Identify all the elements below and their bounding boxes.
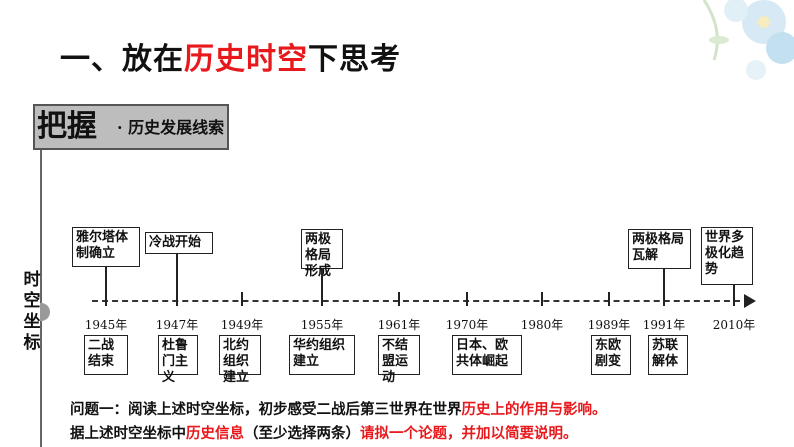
vertical-rule-top: [40, 150, 42, 303]
question-line-2-highlight-b: 请拟一个论题，并加以简要说明。: [360, 426, 578, 442]
banner-sub: · 历史发展线索: [117, 118, 225, 137]
year-label: 1949年: [220, 318, 264, 332]
connector-line: [176, 254, 178, 293]
tick-1947: [176, 292, 178, 306]
event-box-below: 华约组织建立: [289, 335, 355, 375]
title-highlight: 历史时空: [184, 42, 308, 77]
tick-2010: [733, 292, 735, 306]
event-box-below: 北约组织建立: [219, 335, 261, 385]
question-line-1-highlight: 历史上的作用与影响。: [461, 402, 607, 418]
event-box-above: 世界多极化趋势: [701, 227, 753, 285]
vertical-rule-bottom: [40, 321, 42, 447]
event-box-above: 雅尔塔体制确立: [72, 227, 140, 267]
year-label: 1947年: [155, 318, 199, 332]
question-line-2-text: 据上述时空坐标中: [70, 426, 186, 442]
year-label: 1980年: [520, 318, 564, 332]
connector-line: [105, 267, 107, 293]
question-panel: 问题一：阅读上述时空坐标，初步感受二战后第三世界在世界历史上的作用与影响。 据上…: [62, 385, 794, 447]
arrow-right-icon: [744, 294, 756, 308]
banner-main: 把握: [37, 109, 97, 144]
timeline-axis: [92, 300, 750, 302]
question-line-1-text: 问题一：阅读上述时空坐标，初步感受二战后第三世界在世界: [70, 402, 462, 418]
connector-line: [663, 269, 665, 293]
question-line-2: 据上述时空坐标中历史信息（至少选择两条）请拟一个论题，并加以简要说明。: [70, 422, 578, 443]
year-label: 1945年: [84, 318, 128, 332]
tick-1949: [241, 292, 243, 306]
question-line-2-highlight-a: 历史信息: [186, 426, 244, 442]
connector-line: [733, 285, 735, 293]
title-suffix: 下思考: [308, 42, 401, 77]
title-prefix: 一、放在: [60, 42, 184, 77]
flower-decoration: [702, 0, 794, 80]
year-label: 1970年: [445, 318, 489, 332]
side-tab-marker: [40, 303, 50, 321]
event-box-above: 两极格局瓦解: [628, 229, 691, 269]
event-box-below: 东欧剧变: [591, 335, 631, 375]
event-box-below: 二战结束: [84, 335, 128, 375]
section-banner: 把握 · 历史发展线索: [33, 104, 229, 150]
tick-1961: [398, 292, 400, 306]
event-box-above: 两极格局形成: [301, 229, 343, 279]
tick-1945: [105, 292, 107, 306]
year-label: 1961年: [377, 318, 421, 332]
side-label: 时空坐标: [23, 270, 41, 353]
tick-1970: [466, 292, 468, 306]
event-box-below: 不结盟运动: [378, 335, 420, 385]
question-line-1: 问题一：阅读上述时空坐标，初步感受二战后第三世界在世界历史上的作用与影响。: [70, 398, 607, 419]
year-label: 1991年: [642, 318, 686, 332]
question-line-2-text-b: （至少选择两条）: [244, 426, 360, 442]
event-box-below: 杜鲁门主义: [158, 335, 198, 385]
tick-1991: [663, 292, 665, 306]
page-title: 一、放在历史时空下思考: [60, 34, 401, 78]
tick-1980: [541, 292, 543, 306]
event-box-above: 冷战开始: [145, 232, 213, 254]
year-label: 1955年: [300, 318, 344, 332]
tick-1989: [608, 292, 610, 306]
tick-1955: [321, 292, 323, 306]
year-label: 1989年: [587, 318, 631, 332]
event-box-below: 日本、欧共体崛起: [452, 335, 522, 375]
year-label: 2010年: [712, 318, 756, 332]
event-box-below: 苏联解体: [648, 335, 688, 375]
connector-line: [321, 269, 323, 293]
